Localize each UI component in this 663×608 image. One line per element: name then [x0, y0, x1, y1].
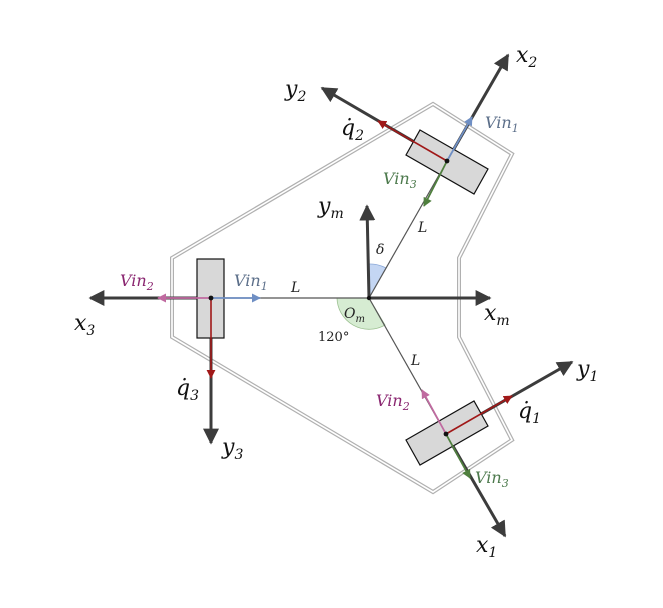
y3-label: y3: [221, 435, 243, 463]
ym-label: ym: [317, 194, 344, 222]
vin3-bottom-arrow: [445, 433, 471, 479]
robot-hull: [170, 101, 515, 495]
origin-point: [366, 295, 372, 301]
q2-label: q̇2: [341, 116, 364, 144]
x2-label: x2: [516, 43, 537, 71]
arm-line-wheel-2: [368, 160, 448, 299]
xm-label: xm: [484, 301, 510, 329]
ym-axis-arrow: [359, 204, 376, 299]
wheel-3-center: [208, 295, 214, 301]
vin1-left-label: Vin1: [234, 271, 268, 293]
vin1-top-label: Vin1: [485, 113, 519, 135]
x3-label: x3: [74, 311, 95, 339]
vin3-bottom-label: Vin3: [475, 468, 509, 490]
L-bottom-label: L: [410, 353, 420, 369]
vin3-top-arrow: [423, 160, 448, 207]
vin2-bottom-label: Vin2: [376, 391, 410, 413]
vin3-top-label: Vin3: [383, 169, 417, 191]
vin1-top-arrow: [446, 116, 473, 162]
q1-label: q̇1: [518, 399, 541, 427]
L-top-label: L: [417, 220, 427, 236]
q2-velocity-arrow: [377, 120, 448, 162]
q1-velocity-arrow: [445, 395, 513, 435]
x1-label: x1: [476, 533, 497, 561]
origin-label: Om: [344, 306, 365, 325]
y2-label: y2: [284, 77, 306, 105]
vin2-bottom-arrow: [421, 389, 447, 435]
delta-label: δ: [376, 242, 384, 258]
vin2-left-label: Vin2: [120, 271, 154, 293]
angle-120-label: 120°: [318, 330, 349, 345]
wheel-1-center: [443, 431, 449, 437]
y1-label: y1: [576, 357, 598, 385]
q3-label: q̇3: [176, 376, 199, 404]
wheel-2-center: [444, 158, 450, 164]
L-left-label: L: [290, 280, 300, 296]
